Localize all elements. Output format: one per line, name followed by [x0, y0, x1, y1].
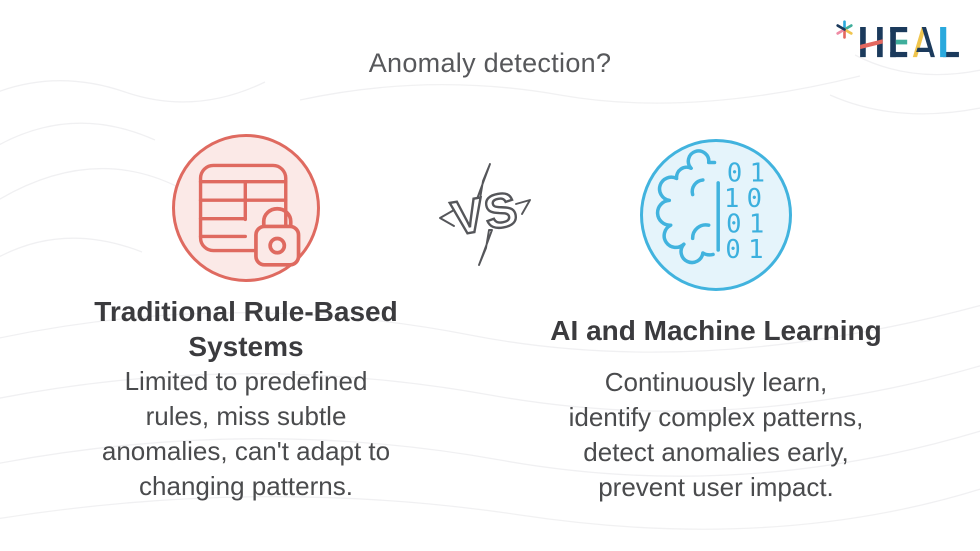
ai-ml-heading: AI and Machine Learning [550, 314, 882, 346]
vs-label: VS [448, 183, 522, 247]
rule-based-option: Traditional Rule-Based Systems Limited t… [46, 134, 446, 504]
rule-based-badge [172, 134, 320, 282]
ai-ml-badge: 01 10 01 01 [640, 139, 792, 291]
ai-ml-option: 01 10 01 01 AI and Machine Learning Cont… [516, 139, 916, 505]
logo-wordmark [860, 27, 959, 58]
rule-based-description: Limited to predefined rules, miss subtle… [101, 366, 391, 501]
brain-binary-icon: 01 10 01 01 [655, 149, 772, 265]
logo-asterisk-icon [836, 20, 853, 39]
ai-ml-description: Continuously learn, identify complex pat… [568, 367, 864, 502]
binary-row: 01 [727, 158, 772, 188]
rule-based-heading: Traditional Rule-Based Systems [94, 296, 398, 362]
page-title: Anomaly detection? [368, 48, 612, 78]
vs-divider: VS [439, 163, 531, 266]
logo-text: HEAL [834, 12, 835, 13]
binary-row: 10 [724, 184, 769, 214]
binary-row: 01 [725, 235, 770, 265]
table-lock-icon [198, 163, 301, 267]
binary-row: 01 [726, 210, 771, 240]
heal-logo: HEAL [834, 12, 976, 62]
